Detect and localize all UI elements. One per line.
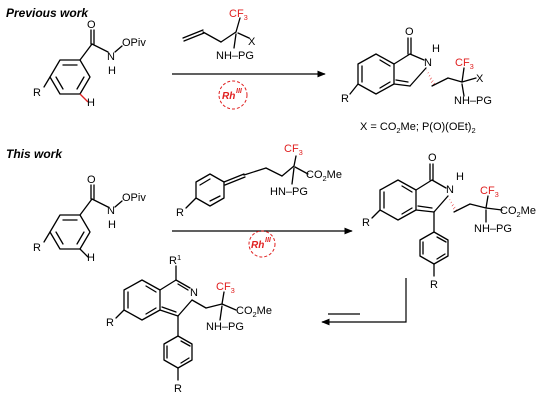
previous-benzamide: O N H OPiv R H <box>33 19 146 109</box>
atom-o: O <box>87 19 96 31</box>
previous-product: O N H CF3 X NH–PG R <box>341 26 492 107</box>
product-nh-pg: NH–PG <box>454 95 492 107</box>
iq-o: O <box>428 152 437 164</box>
final-cf3: CF3 <box>216 281 235 295</box>
svg-text:Rh: Rh <box>251 240 264 251</box>
cf3-label: CF3 <box>229 8 248 22</box>
this-isoquinolone-product: O N H CF3 CO2Me NH–PG R R <box>362 152 536 291</box>
reagent-cf3: CF3 <box>284 143 303 157</box>
product-cf3: CF3 <box>455 57 474 71</box>
iq-aryl-r: R <box>430 279 438 291</box>
x-definition: X = CO2Me; P(O)(OEt)2 <box>360 121 476 135</box>
iq-n: N <box>446 184 454 196</box>
final-isoquinoline-product: R1 N CF3 CO2Me NH–PG R R <box>106 253 272 395</box>
product-x: X <box>476 73 484 85</box>
final-r: R <box>106 317 114 329</box>
svg-text:III: III <box>236 88 243 95</box>
rh-catalyst-1: Rh III <box>218 80 248 110</box>
reagent-co2me: CO2Me <box>306 169 342 183</box>
iq-h: H <box>456 171 464 183</box>
nh-pg-label: NH–PG <box>216 50 254 62</box>
final-nh-pg: NH–PG <box>206 321 244 333</box>
ortho-h-label: H <box>87 97 95 109</box>
iq-nh-pg: NH–PG <box>474 223 512 235</box>
x-label: X <box>248 36 256 48</box>
opiv-label: OPiv <box>122 37 146 49</box>
r-label: R <box>33 87 41 99</box>
previous-work-title: Previous work <box>6 6 89 20</box>
atom-h: H <box>108 65 116 77</box>
atom-h-2: H <box>108 219 116 231</box>
iq-co2me: CO2Me <box>500 205 536 219</box>
final-n: N <box>190 287 198 299</box>
svg-text:III: III <box>265 237 272 244</box>
final-co2me: CO2Me <box>236 305 272 319</box>
rh-catalyst-2: Rh III <box>248 230 276 258</box>
product-o: O <box>405 26 414 38</box>
product-h: H <box>432 43 440 55</box>
reagent-hn-pg: HN–PG <box>270 186 308 198</box>
svg-text:Rh: Rh <box>222 91 235 102</box>
final-aryl-r: R <box>174 383 182 395</box>
iq-r: R <box>362 217 370 229</box>
r-label-2: R <box>33 242 41 254</box>
reaction-arrow-3 <box>321 278 407 326</box>
final-r1: R1 <box>169 253 181 267</box>
product-n: N <box>424 57 432 69</box>
iq-cf3: CF3 <box>480 185 499 199</box>
this-work-title: This work <box>6 147 63 161</box>
this-aryl-alkyne-reagent: R CF3 CO2Me HN–PG <box>176 143 342 219</box>
reagent-r: R <box>176 207 184 219</box>
atom-n-2: N <box>107 205 115 217</box>
previous-alkyne-reagent: CF3 X NH–PG <box>182 8 256 62</box>
atom-o-2: O <box>87 174 96 186</box>
product-r: R <box>341 93 349 105</box>
opiv-label-2: OPiv <box>122 192 146 204</box>
atom-n: N <box>107 51 115 63</box>
this-benzamide: O N H OPiv R H <box>33 174 146 264</box>
ortho-h-label-2: H <box>87 252 95 264</box>
